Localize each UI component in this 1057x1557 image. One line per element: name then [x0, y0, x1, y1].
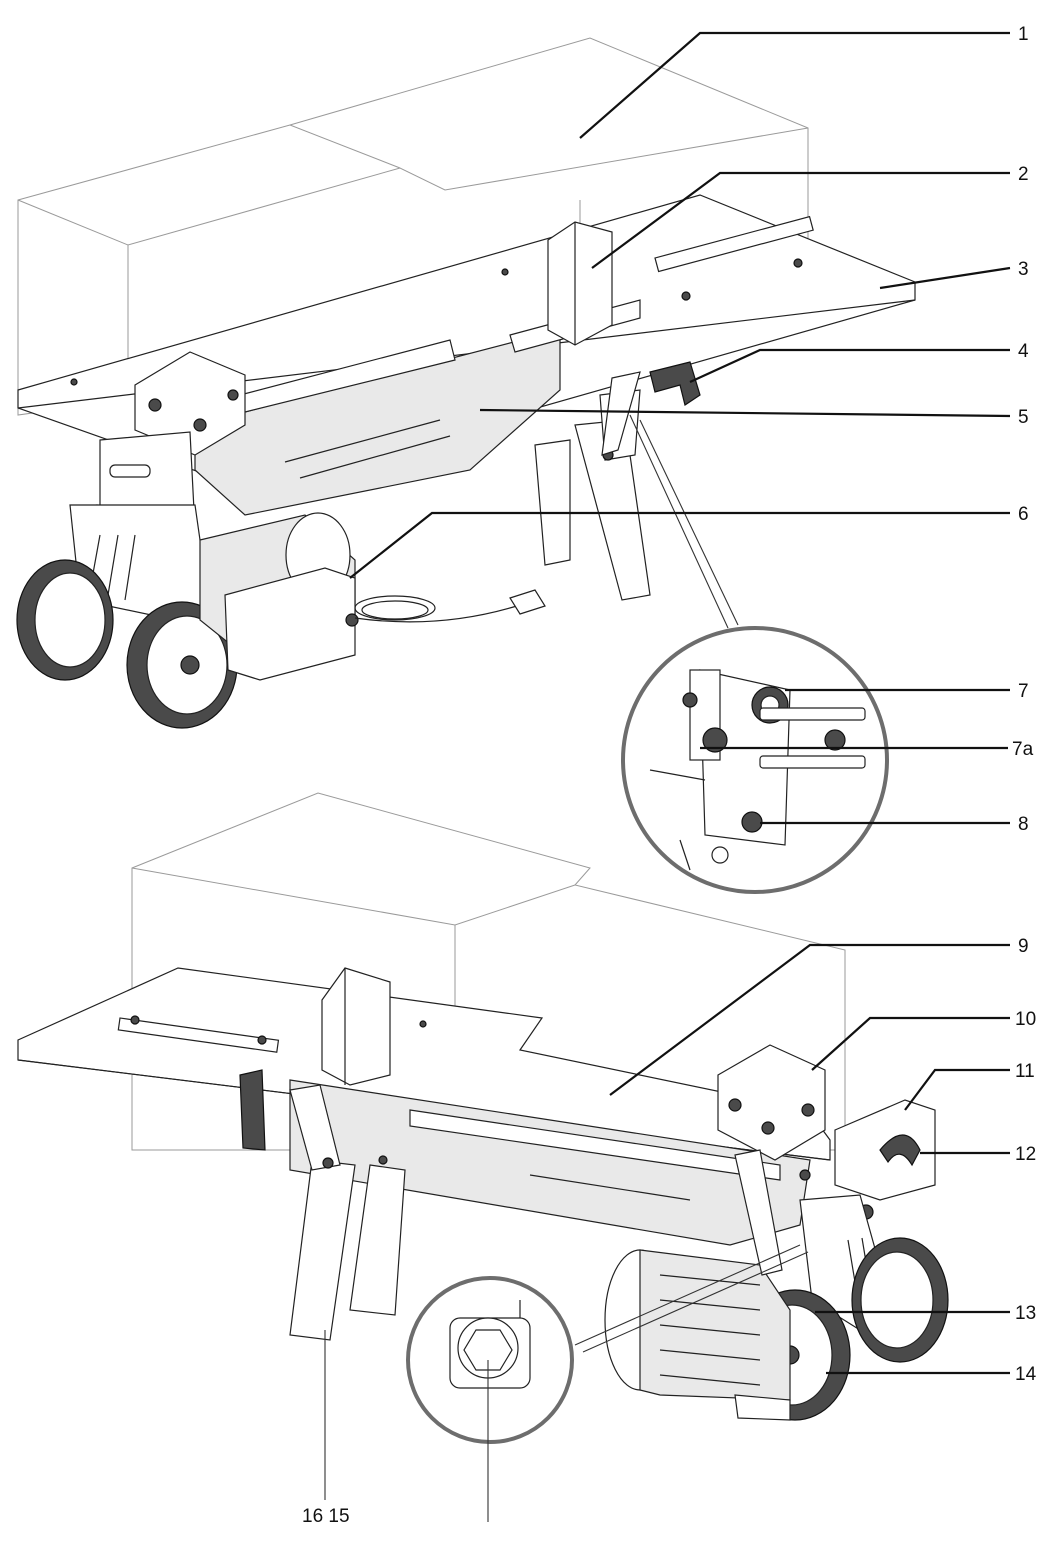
- callout-6: 6: [1018, 504, 1029, 525]
- detail-bleed-screw: [621, 414, 889, 894]
- callout-13: 13: [1015, 1303, 1036, 1324]
- callout-12: 12: [1015, 1144, 1036, 1165]
- callout-9: 9: [1018, 936, 1029, 957]
- top-log-splitter: [16, 37, 916, 729]
- top-return-lever: [601, 361, 701, 456]
- callout-5: 5: [1018, 407, 1029, 428]
- callout-4: 4: [1018, 341, 1029, 362]
- callout-7a: 7a: [1012, 739, 1034, 760]
- leader-lines: [324, 31, 1011, 1522]
- callout-14: 14: [1015, 1364, 1037, 1385]
- bottom-beam: [289, 1079, 811, 1246]
- detail-connector: [629, 414, 729, 629]
- callout-10: 10: [1015, 1009, 1036, 1030]
- callout-1: 1: [1018, 24, 1029, 45]
- callout-labels: 1 2 3 4 5 6 7 7a 8 9 10 11 12 13 14 16 1…: [302, 24, 1037, 1527]
- bottom-motor: [604, 1249, 791, 1421]
- bottom-wheels: [739, 1194, 949, 1421]
- callout-3: 3: [1018, 259, 1029, 280]
- callout-7: 7: [1018, 681, 1029, 702]
- bottom-splitting-wedge: [321, 967, 391, 1086]
- top-motor: [199, 512, 359, 681]
- callout-16-15: 16 15: [302, 1506, 350, 1527]
- bottom-log-splitter: [17, 792, 949, 1444]
- top-wheels: [16, 504, 238, 729]
- bottom-end-housing: [717, 1044, 936, 1226]
- callout-8: 8: [1018, 814, 1029, 835]
- callout-2: 2: [1018, 164, 1029, 185]
- top-power-cord: [354, 589, 546, 623]
- bottom-legs: [239, 1069, 783, 1341]
- callout-11: 11: [1015, 1061, 1035, 1082]
- top-splitting-wedge: [547, 221, 613, 346]
- detail-drain-plug: [406, 1244, 809, 1444]
